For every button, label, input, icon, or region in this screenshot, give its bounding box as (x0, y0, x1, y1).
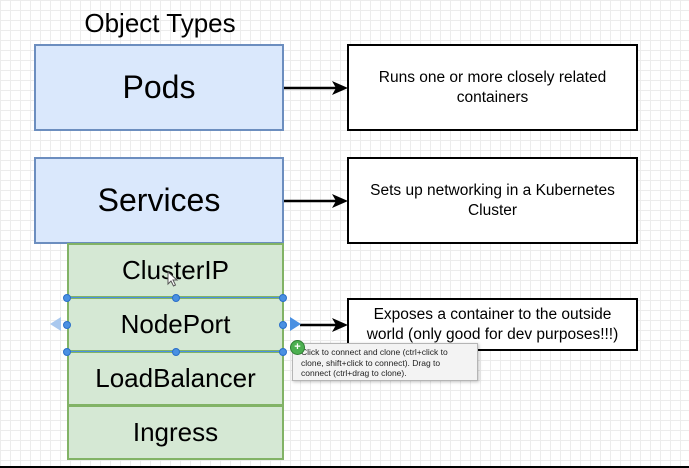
plus-icon[interactable]: + (290, 340, 305, 355)
resize-handle-top[interactable] (172, 294, 180, 302)
resize-handle-top-right[interactable] (279, 294, 287, 302)
connect-tooltip: Click to connect and clone (ctrl+click t… (292, 343, 478, 381)
services-description-box[interactable]: Sets up networking in a Kubernetes Clust… (347, 157, 638, 244)
nodeport-description-box[interactable]: Exposes a container to the outside world… (347, 298, 638, 351)
pods-box[interactable]: Pods (34, 44, 284, 131)
resize-handle-top-left[interactable] (63, 294, 71, 302)
resize-handle-bottom[interactable] (172, 348, 180, 356)
pods-arrow (284, 81, 348, 95)
nodeport-box[interactable]: NodePort (67, 297, 284, 352)
mouse-cursor-icon (167, 271, 179, 287)
tooltip-text: Click to connect and clone (ctrl+click t… (301, 347, 448, 378)
ingress-box[interactable]: Ingress (67, 405, 284, 460)
resize-handle-right[interactable] (279, 321, 287, 329)
loadbalancer-box[interactable]: LoadBalancer (67, 351, 284, 406)
nodeport-arrow (300, 318, 348, 332)
pods-description-box[interactable]: Runs one or more closely related contain… (347, 44, 638, 131)
diagram-title: Object Types (84, 8, 236, 38)
services-arrow (284, 194, 348, 208)
bottom-border (0, 466, 689, 468)
resize-handle-left[interactable] (63, 321, 71, 329)
services-box[interactable]: Services (34, 157, 284, 244)
connect-arrow-right-icon[interactable] (289, 317, 301, 331)
resize-handle-bottom-left[interactable] (63, 348, 71, 356)
connect-arrow-left-icon[interactable] (50, 317, 62, 331)
clusterip-box[interactable]: ClusterIP (67, 243, 284, 298)
resize-handle-bottom-right[interactable] (279, 348, 287, 356)
